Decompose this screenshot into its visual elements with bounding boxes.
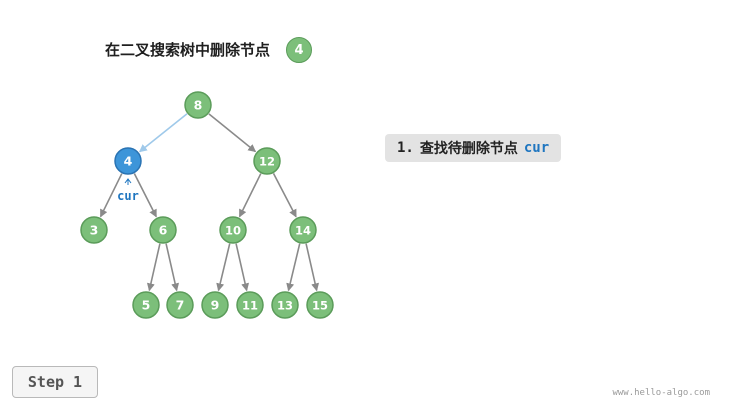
node-label: 3 — [90, 223, 99, 238]
step-number: 1. — [397, 140, 414, 156]
node-circle — [132, 291, 160, 319]
node-circle — [166, 291, 194, 319]
edge-10-9 — [216, 243, 231, 292]
node-circle — [149, 216, 177, 244]
target-node-badge: 4 — [286, 37, 312, 63]
node-circle — [271, 291, 299, 319]
node-label: 8 — [194, 98, 203, 113]
edge-4-6 — [133, 173, 157, 218]
footer-url: www.hello-algo.com — [612, 388, 710, 398]
tree-node-10: 10 — [219, 216, 247, 244]
step-code: cur — [523, 140, 550, 156]
node-label: 7 — [176, 298, 185, 313]
tree-node-8: 8 — [184, 91, 212, 119]
tree-node-6: 6 — [149, 216, 177, 244]
edge-12-14 — [272, 173, 297, 218]
tree-node-13: 13 — [271, 291, 299, 319]
node-label: 5 — [142, 298, 151, 313]
node-circle — [201, 291, 229, 319]
node-label: 9 — [211, 298, 220, 313]
node-circle — [114, 147, 142, 175]
tree-node-14: 14 — [289, 216, 317, 244]
step-button[interactable]: Step 1 — [12, 366, 98, 398]
node-label: 15 — [312, 299, 328, 313]
pointer-label: cur — [117, 189, 139, 203]
step-text: 查找待删除节点 — [419, 141, 518, 157]
step-description: 1. 查找待删除节点 cur — [385, 134, 562, 162]
edge-8-4 — [138, 113, 188, 153]
tree-node-4: 4 — [114, 147, 142, 175]
node-label: 14 — [295, 224, 311, 238]
node-label: 12 — [259, 155, 275, 169]
tree-node-3: 3 — [80, 216, 108, 244]
tree-node-9: 9 — [201, 291, 229, 319]
node-circle — [236, 291, 264, 319]
edge-10-11 — [235, 243, 250, 292]
tree-node-15: 15 — [306, 291, 334, 319]
edge-6-5 — [146, 243, 161, 292]
edge-12-10 — [238, 173, 262, 218]
node-circle — [184, 91, 212, 119]
edge-8-12 — [208, 113, 257, 153]
tree-node-12: 12 — [253, 147, 281, 175]
edge-14-13 — [286, 243, 301, 292]
node-circle — [80, 216, 108, 244]
node-circle — [253, 147, 281, 175]
tree-node-7: 7 — [166, 291, 194, 319]
node-label: 10 — [225, 224, 241, 238]
pointer-arrow-icon — [124, 178, 132, 185]
node-label: 6 — [159, 223, 168, 238]
node-circle — [219, 216, 247, 244]
edge-14-15 — [305, 243, 320, 292]
node-label: 11 — [242, 299, 258, 313]
edge-6-7 — [165, 243, 180, 292]
node-label: 13 — [277, 299, 293, 313]
tree-node-5: 5 — [132, 291, 160, 319]
tree-node-11: 11 — [236, 291, 264, 319]
edge-4-3 — [99, 173, 123, 218]
diagram-title: 在二叉搜索树中删除节点 — [105, 41, 271, 59]
node-label: 4 — [124, 154, 133, 169]
node-circle — [306, 291, 334, 319]
node-circle — [289, 216, 317, 244]
